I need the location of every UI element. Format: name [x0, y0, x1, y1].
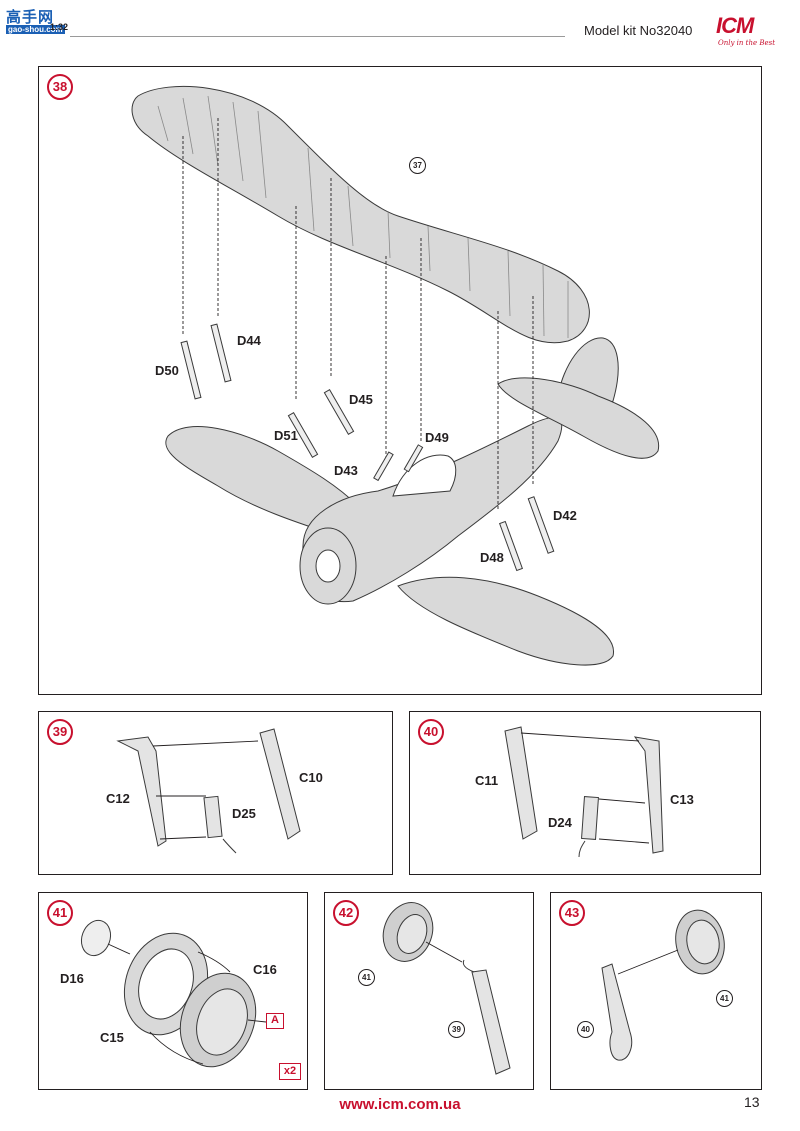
part-label-c13: C13 [670, 792, 694, 807]
fuselage [302, 417, 563, 603]
part-label-d16: D16 [60, 971, 84, 986]
quantity-badge: x2 [279, 1063, 301, 1080]
page-number: 13 [744, 1094, 760, 1110]
step-42-drawing [382, 902, 511, 1075]
site-watermark-logo: 高手网 gao-shou.com 1:32 [6, 6, 70, 38]
step-43-drawing [601, 909, 725, 1061]
step-41-badge: 41 [47, 900, 73, 926]
part-d16 [80, 919, 112, 957]
part-label-d44: D44 [237, 333, 261, 348]
model-kit-number: Model kit No32040 [584, 23, 693, 38]
ref-step-39: 39 [448, 1021, 465, 1038]
watermark-text: 高手网 [6, 8, 55, 26]
part-label-c11: C11 [475, 773, 499, 788]
part-label-c16: C16 [253, 962, 277, 977]
step-43-badge: 43 [559, 900, 585, 926]
upper-wing [131, 85, 590, 344]
step-39-panel [38, 711, 393, 875]
part-label-d51: D51 [274, 428, 298, 443]
landing-gear-leg [471, 969, 511, 1075]
strut-d51 [287, 412, 319, 458]
part-label-d48: D48 [480, 550, 504, 565]
brand-tagline: Only in the Best [718, 39, 776, 47]
strut-d43 [373, 451, 394, 482]
part-label-c12: C12 [106, 791, 130, 806]
ref-step-37: 37 [409, 157, 426, 174]
step-41-panel [38, 892, 308, 1090]
step-40-badge: 40 [418, 719, 444, 745]
strut-c13 [633, 736, 664, 854]
strut-d44 [210, 323, 232, 383]
step-38-panel [38, 66, 762, 695]
step-41-drawing [80, 919, 267, 1068]
strut-d42 [527, 496, 555, 554]
part-label-d25: D25 [232, 806, 256, 821]
part-label-c15: C15 [100, 1030, 124, 1045]
scale-text: 1:32 [50, 22, 69, 32]
ref-step-40: 40 [577, 1021, 594, 1038]
landing-gear-leg [601, 963, 633, 1061]
strut-d49 [403, 444, 424, 473]
step-40-panel [409, 711, 761, 875]
tail-plane [497, 377, 660, 459]
brand-name: ICM [716, 13, 754, 38]
strut-d48 [498, 520, 524, 572]
strut-c10 [259, 728, 301, 840]
part-label-c10: C10 [299, 770, 323, 785]
part-label-d43: D43 [334, 463, 358, 478]
part-d24 [581, 796, 599, 840]
step-38-badge: 38 [47, 74, 73, 100]
step-42-panel [324, 892, 534, 1090]
step-39-badge: 39 [47, 719, 73, 745]
strut-c11 [504, 726, 538, 840]
lower-wing-right [397, 576, 615, 666]
marker-a: A [266, 1013, 284, 1029]
strut-d45 [323, 389, 355, 435]
part-d25 [203, 795, 223, 839]
part-label-d45: D45 [349, 392, 373, 407]
part-label-d24: D24 [548, 815, 572, 830]
part-label-d50: D50 [155, 363, 179, 378]
ref-step-41: 41 [358, 969, 375, 986]
header-rule [70, 36, 565, 37]
cockpit-canopy [392, 454, 457, 497]
step-40-drawing [504, 726, 664, 858]
strut-d50 [180, 340, 202, 400]
footer-url[interactable]: www.icm.com.ua [339, 1096, 461, 1113]
step-43-panel [550, 892, 762, 1090]
ref-step-41: 41 [716, 990, 733, 1007]
watermark-url: gao-shou.com [6, 25, 65, 34]
step-42-badge: 42 [333, 900, 359, 926]
biplane-assembly-drawing [131, 85, 660, 666]
strut-c12 [116, 736, 167, 847]
step-39-drawing [116, 728, 301, 854]
part-label-d49: D49 [425, 430, 449, 445]
part-label-d42: D42 [553, 508, 577, 523]
brand-logo: ICM Only in the Best [708, 13, 778, 53]
